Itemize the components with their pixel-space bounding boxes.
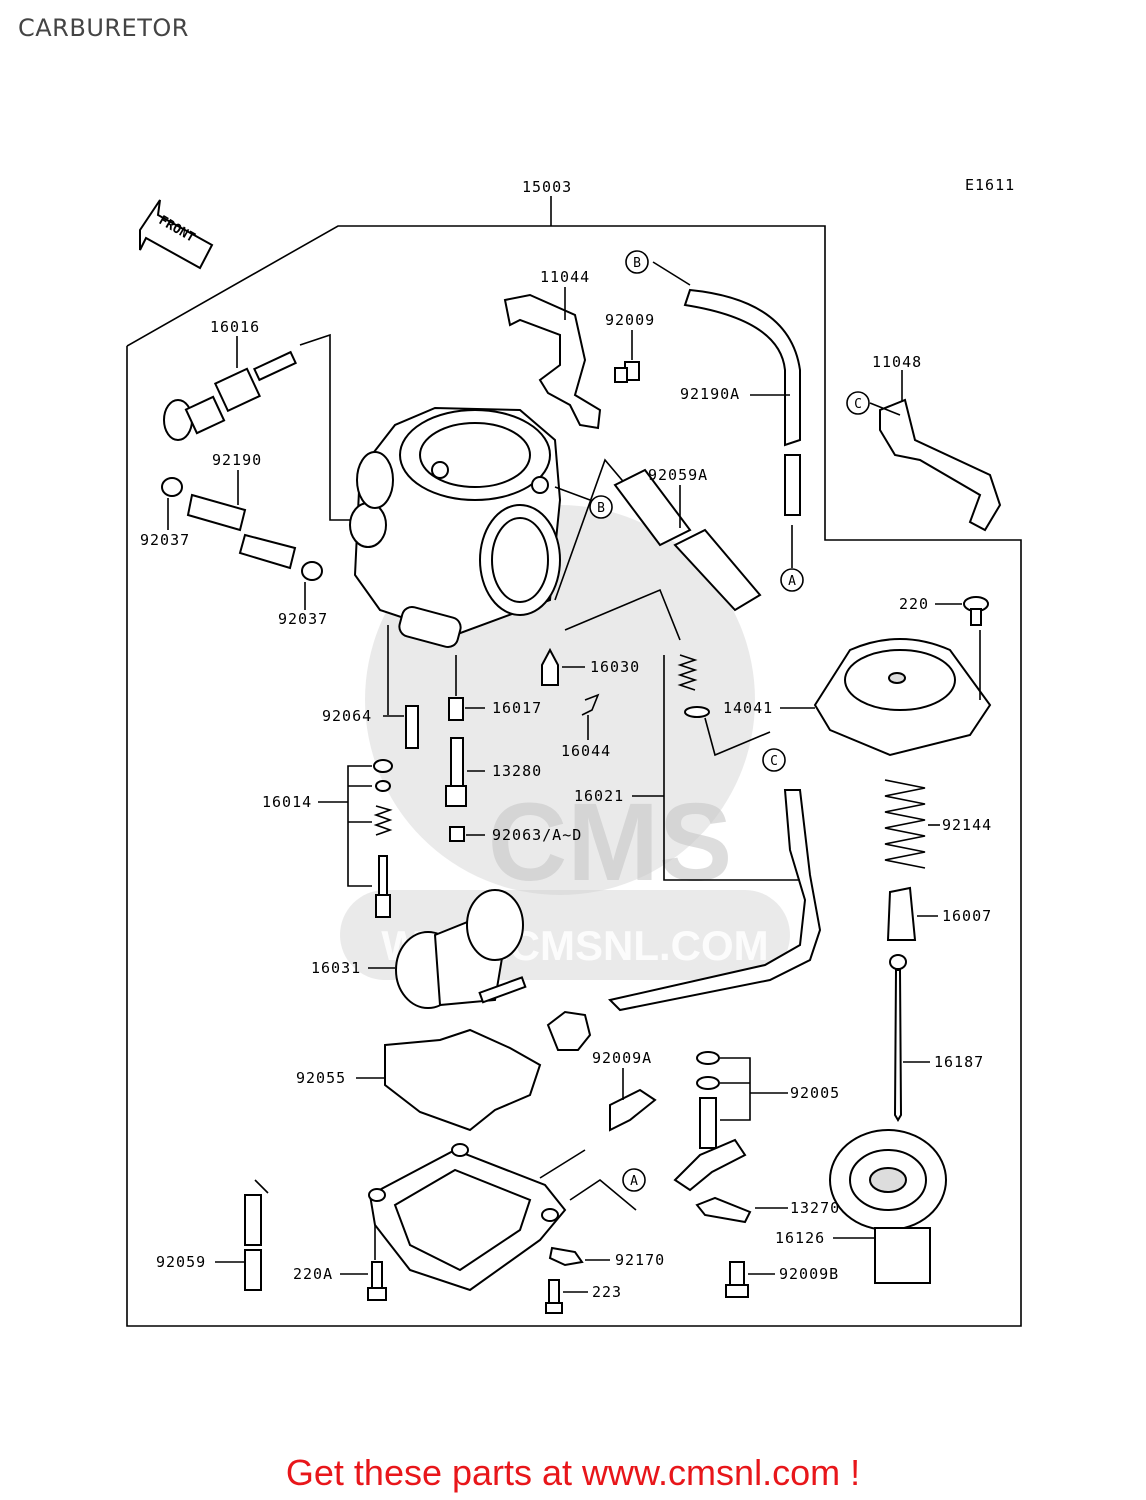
watermark-brand: CMS xyxy=(488,781,732,904)
spring-92144 xyxy=(884,779,926,869)
screw-220A xyxy=(367,1261,387,1301)
label-92009B: 92009B xyxy=(779,1265,839,1283)
starter-16031 xyxy=(395,889,527,1009)
label-11044: 11044 xyxy=(540,268,590,286)
clamp-92037-a xyxy=(161,477,183,497)
label-16030: 16030 xyxy=(590,658,640,676)
label-13270: 13270 xyxy=(790,1199,840,1217)
label-92059: 92059 xyxy=(156,1253,206,1271)
label-92144: 92144 xyxy=(942,816,992,834)
label-92055: 92055 xyxy=(296,1069,346,1087)
jet-16017 xyxy=(448,697,464,721)
plate-13270 xyxy=(695,1196,752,1224)
label-16014: 16014 xyxy=(262,793,312,811)
assembly-outline xyxy=(126,225,1022,1327)
svg-text:C: C xyxy=(770,754,778,769)
screw-223 xyxy=(545,1279,563,1314)
clip-16044 xyxy=(581,693,600,716)
label-16017: 16017 xyxy=(492,699,542,717)
label-220A: 220A xyxy=(293,1265,333,1283)
jet-92063 xyxy=(449,826,465,842)
cable-16021 xyxy=(546,789,822,1051)
small-spring xyxy=(677,654,710,718)
tube-92190A xyxy=(683,288,801,516)
carburetor-body xyxy=(349,406,562,649)
holder-16007 xyxy=(886,886,917,941)
screw-92009B xyxy=(725,1261,749,1298)
bracket-11048 xyxy=(879,398,1002,532)
label-16021: 16021 xyxy=(574,787,624,805)
footer-promo-link[interactable]: Get these parts at www.cmsnl.com ! xyxy=(285,1452,861,1493)
tube-13280 xyxy=(445,737,467,807)
clamp-92037-b xyxy=(301,561,323,581)
cover-14041 xyxy=(813,638,992,757)
ref-bubble-b-mid: B xyxy=(589,495,613,519)
label-92009: 92009 xyxy=(605,311,655,329)
tube-92190 xyxy=(186,493,297,570)
label-92064: 92064 xyxy=(322,707,372,725)
label-92037-a: 92037 xyxy=(140,531,190,549)
svg-text:C: C xyxy=(854,397,862,412)
screw-220 xyxy=(963,596,989,626)
label-14041: 14041 xyxy=(723,699,773,717)
label-13280: 13280 xyxy=(492,762,542,780)
svg-text:B: B xyxy=(633,256,641,271)
label-92190: 92190 xyxy=(212,451,262,469)
tube-92059A xyxy=(613,468,762,612)
float-bowl xyxy=(368,1143,567,1292)
exploded-parts-diagram: CMS WWW.CMSNL.COM E1611 FRONT 15003 1104… xyxy=(126,176,1022,1327)
needle-16187 xyxy=(889,954,907,1122)
ref-bubble-c-top: C xyxy=(846,391,870,415)
front-arrow-icon: FRONT xyxy=(139,199,214,270)
label-92009A: 92009A xyxy=(592,1049,652,1067)
label-11048: 11048 xyxy=(872,353,922,371)
screw-92009A xyxy=(609,1088,657,1132)
tube-92059 xyxy=(244,1194,262,1291)
label-223: 223 xyxy=(592,1283,622,1301)
svg-text:A: A xyxy=(630,1174,638,1189)
gasket-92055 xyxy=(384,1028,542,1132)
label-16044: 16044 xyxy=(561,742,611,760)
ref-bubble-a-low: A xyxy=(622,1168,646,1192)
label-92037-b: 92037 xyxy=(278,610,328,628)
label-16007: 16007 xyxy=(942,907,992,925)
label-92190A: 92190A xyxy=(680,385,740,403)
page-title: CARBURETOR xyxy=(18,14,189,42)
svg-text:B: B xyxy=(597,501,605,516)
label-16016: 16016 xyxy=(210,318,260,336)
ref-bubble-a-mid: A xyxy=(780,568,804,592)
label-15003: 15003 xyxy=(522,178,572,196)
part-16016 xyxy=(163,350,297,441)
label-92170: 92170 xyxy=(615,1251,665,1269)
label-220: 220 xyxy=(899,595,929,613)
clamp-92170 xyxy=(548,1246,584,1267)
figure-code: E1611 xyxy=(965,176,1015,194)
label-92063: 92063/A~D xyxy=(492,826,582,844)
ref-bubble-c-mid: C xyxy=(762,748,786,772)
label-16187: 16187 xyxy=(934,1053,984,1071)
jet-92064 xyxy=(405,705,419,749)
svg-text:A: A xyxy=(788,574,796,589)
diaphragm-16126 xyxy=(829,1129,947,1284)
label-16126: 16126 xyxy=(775,1229,825,1247)
label-16031: 16031 xyxy=(311,959,361,977)
screw-assy-16014 xyxy=(373,759,393,918)
needle-valve-16030 xyxy=(541,647,559,686)
screw-92009 xyxy=(614,361,640,383)
ref-bubble-b-top: B xyxy=(625,250,649,274)
label-92059A: 92059A xyxy=(648,466,708,484)
fitting-92005 xyxy=(673,1051,747,1192)
label-92005: 92005 xyxy=(790,1084,840,1102)
bracket-11044 xyxy=(503,293,602,430)
